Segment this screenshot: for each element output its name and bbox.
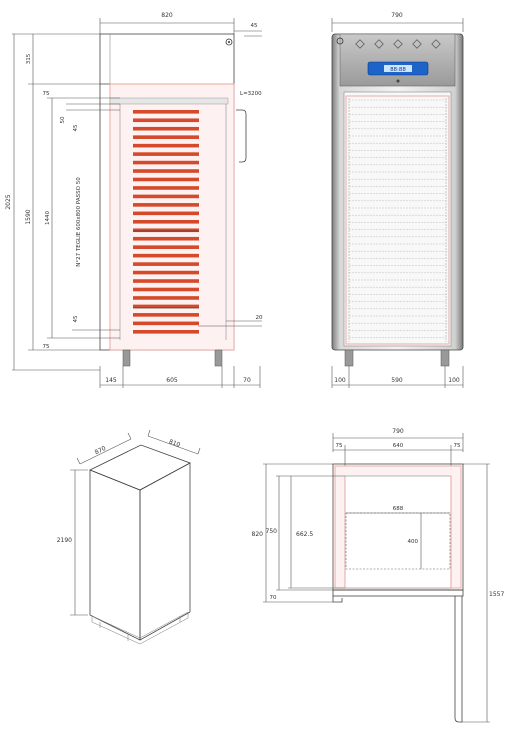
tray bbox=[133, 321, 199, 326]
front-rack-grid bbox=[348, 98, 447, 342]
plan-door-swing bbox=[454, 596, 463, 723]
front-lock-icon bbox=[336, 37, 344, 45]
front-width-label: 790 bbox=[391, 12, 403, 19]
side-offset-label: 45 bbox=[251, 23, 258, 29]
iso-depth-label: 870 bbox=[94, 445, 108, 456]
tray-stack bbox=[133, 110, 199, 334]
tray bbox=[133, 143, 199, 148]
isometric-view: 870 810 2190 bbox=[57, 429, 201, 645]
tray bbox=[133, 177, 199, 182]
tray bbox=[133, 186, 199, 190]
side-view: 820 45 L=3200 2025 315 bbox=[5, 12, 263, 388]
cable-length-label: L=3200 bbox=[240, 91, 262, 97]
step-50-label: 50 bbox=[60, 116, 66, 123]
tray bbox=[133, 160, 199, 165]
plan-door bbox=[332, 589, 464, 597]
plan-door-swing-label: 1557 bbox=[489, 591, 504, 598]
tray bbox=[133, 220, 199, 224]
total-height-label: 2025 bbox=[5, 194, 12, 209]
plan-view: 790 75 640 75 688 400 820 750 bbox=[252, 428, 504, 723]
pitch-top-label: 75 bbox=[43, 91, 50, 97]
tray bbox=[133, 279, 199, 283]
tray bbox=[133, 245, 199, 249]
front-door-glass bbox=[343, 91, 452, 347]
tray bbox=[133, 110, 199, 114]
front-control-panel bbox=[339, 33, 456, 87]
plan-width-label: 790 bbox=[392, 428, 404, 435]
side-width-label: 820 bbox=[161, 12, 173, 19]
front-bottom-left-label: 100 bbox=[334, 377, 346, 384]
display-readout: 88:88 bbox=[390, 67, 406, 73]
front-foot-left bbox=[344, 349, 354, 367]
side-gap-label: 20 bbox=[256, 315, 263, 321]
tray bbox=[133, 135, 199, 139]
tray bbox=[133, 304, 199, 309]
tray bbox=[133, 313, 199, 317]
pitch-bottom-label: 75 bbox=[43, 344, 50, 350]
power-cable bbox=[236, 109, 247, 163]
step-45-bottom-label: 45 bbox=[73, 315, 79, 322]
tray bbox=[133, 296, 199, 300]
front-foot-right bbox=[440, 349, 450, 367]
plan-depth-total-label: 820 bbox=[252, 531, 264, 538]
tray bbox=[133, 194, 199, 199]
bottom-left-label: 145 bbox=[105, 377, 117, 384]
tray bbox=[133, 262, 199, 266]
tray bbox=[133, 330, 199, 334]
plan-depth-inner-label: 750 bbox=[266, 528, 278, 535]
trays-note: N°27 TEGLIE 600x800 PASSO 50 bbox=[76, 177, 82, 267]
plan-door-gap-label: 70 bbox=[270, 595, 277, 601]
iso-width-label: 810 bbox=[168, 438, 181, 449]
plan-depth-cavity-label: 662.5 bbox=[296, 531, 313, 538]
tray bbox=[133, 126, 199, 131]
side-cavity bbox=[109, 83, 235, 351]
plan-left-wall-label: 75 bbox=[336, 443, 343, 449]
plan-rack bbox=[345, 512, 451, 570]
plan-rack-width-label: 688 bbox=[393, 506, 404, 512]
step-45-top-label: 45 bbox=[73, 124, 79, 131]
tray bbox=[133, 228, 199, 233]
tray bbox=[133, 118, 199, 123]
door-lock-icon bbox=[225, 38, 233, 46]
plan-inner-label: 640 bbox=[393, 443, 404, 449]
tray bbox=[133, 203, 199, 207]
front-view: 790 88:88 bbox=[331, 12, 464, 388]
inner-height-label: 1590 bbox=[25, 209, 32, 224]
plan-right-wall-label: 75 bbox=[454, 443, 461, 449]
bottom-mid-label: 605 bbox=[166, 377, 178, 384]
tray bbox=[133, 253, 199, 258]
iso-height-label: 2190 bbox=[57, 537, 72, 544]
front-bottom-mid-label: 590 bbox=[391, 377, 403, 384]
top-height-label: 315 bbox=[26, 53, 32, 64]
tray bbox=[133, 287, 199, 292]
bottom-right-label: 70 bbox=[243, 377, 251, 384]
iso-right-face bbox=[139, 462, 191, 641]
tray bbox=[133, 169, 199, 173]
tray bbox=[133, 152, 199, 156]
trays-height-label: 1440 bbox=[45, 211, 51, 225]
tray bbox=[133, 270, 199, 275]
iso-left-face bbox=[89, 469, 141, 641]
front-bottom-right-label: 100 bbox=[448, 377, 460, 384]
side-foot-left bbox=[122, 349, 131, 367]
plan-cavity bbox=[344, 475, 452, 589]
plan-rack-depth-label: 400 bbox=[408, 539, 419, 545]
tray bbox=[133, 236, 199, 241]
tray bbox=[133, 211, 199, 216]
side-foot-right bbox=[214, 349, 223, 367]
control-diamond-icons bbox=[355, 39, 441, 49]
